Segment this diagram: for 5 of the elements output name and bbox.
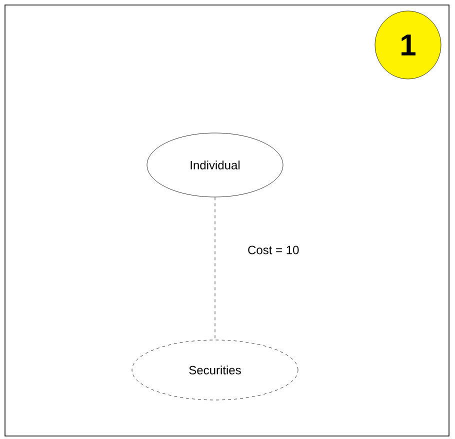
ellipse-node: Individual bbox=[146, 132, 284, 198]
dashed-line bbox=[214, 197, 216, 340]
number-badge: 1 bbox=[374, 10, 442, 80]
dashed-ellipse-node: Securities bbox=[132, 340, 298, 400]
edge-label: Cost = 10 bbox=[248, 246, 299, 254]
